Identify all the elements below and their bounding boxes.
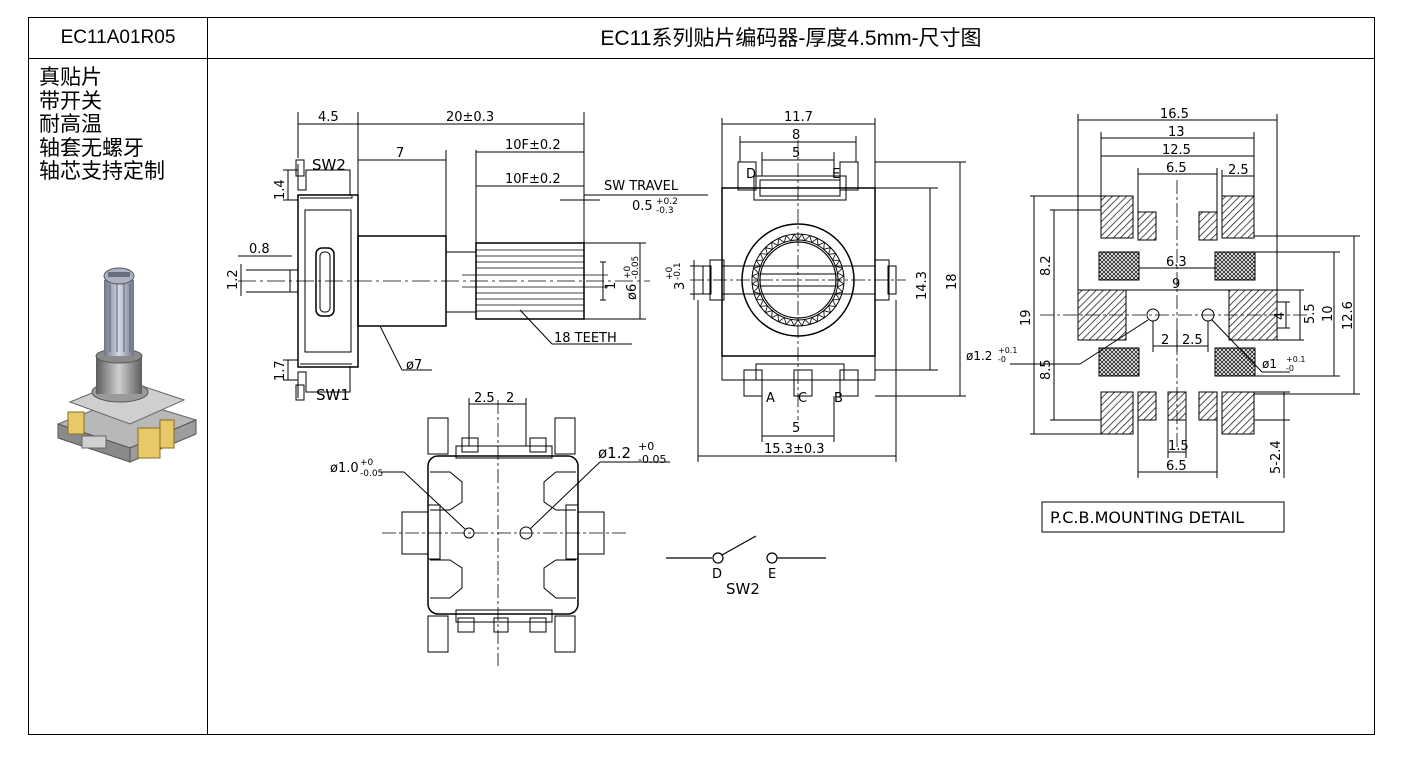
hole-label: ø1.0: [330, 461, 359, 476]
dim-label: 2.5: [1182, 333, 1203, 348]
feature-item: 耐高温: [39, 113, 102, 136]
drawing-title: EC11系列贴片编码器-厚度4.5mm-尺寸图: [600, 27, 982, 50]
dim-label: ø7: [406, 358, 422, 373]
dim-label: -0: [1286, 364, 1294, 373]
dim-label: 1.4: [273, 179, 288, 200]
dim-label: -0.05: [631, 256, 641, 279]
knurl-teeth: [751, 233, 845, 327]
dim-label: +0.1: [1286, 355, 1305, 364]
drawing-frame: EC11A01R05 EC11系列贴片编码器-厚度4.5mm-尺寸图 真贴片 带…: [28, 17, 1375, 735]
front-view: [690, 118, 966, 462]
dim-label: 0.8: [249, 242, 270, 257]
model-number: EC11A01R05: [60, 27, 176, 48]
dim-label: 20±0.3: [446, 110, 494, 125]
dim-label: 8.5: [1039, 359, 1054, 380]
product-photo: [56, 267, 198, 463]
feature-item: 轴芯支持定制: [39, 160, 165, 183]
bottom-view-labels: 2.5 2 ø1.0 +0 -0.05 ø1.2 +0 -0.05: [330, 391, 666, 479]
dim-label: 9: [1172, 277, 1180, 292]
pin-label: A: [766, 391, 775, 406]
pcb-labels: 16.5 13 12.5 6.5 2.5 8.2 19 8.5 6.3 9 4 …: [966, 107, 1356, 474]
dim-label: 10F±0.2: [505, 172, 561, 187]
hole-label: ø1.2: [598, 444, 631, 462]
dim-label: 5-2.4: [1269, 440, 1284, 474]
dim-label: 12.5: [1162, 143, 1191, 158]
feature-item: 真贴片: [39, 66, 102, 89]
dim-label: 1.7: [273, 360, 288, 381]
dim-label: -0: [998, 355, 1006, 364]
dim-label: 6.5: [1166, 459, 1187, 474]
dim-label: -0.1: [673, 262, 683, 280]
dim-label: 5: [792, 146, 800, 161]
dim-label: +0: [665, 266, 675, 280]
dim-label: 15.3±0.3: [764, 442, 825, 457]
dim-label: +0: [623, 265, 633, 279]
dim-label: +0.2: [656, 197, 678, 207]
row-divider: [29, 58, 1374, 59]
pin-label: E: [768, 567, 776, 582]
switch-label: SW2: [312, 156, 346, 174]
pcb-caption-box: P.C.B.MOUNTING DETAIL: [1041, 501, 1285, 533]
dim-label: 4.5: [318, 110, 339, 125]
switch-symbol-labels: D E SW2: [712, 567, 776, 598]
dim-label: 0.5: [632, 199, 653, 214]
dim-label: 2.5: [474, 391, 495, 406]
dim-label: -0.05: [360, 469, 383, 479]
feature-item: 轴套无螺牙: [39, 136, 144, 160]
feature-item: 带开关: [39, 89, 102, 113]
feature-list: 真贴片 带开关 耐高温 轴套无螺牙 轴芯支持定制: [39, 66, 165, 184]
pin-label: D: [712, 567, 722, 582]
dim-label: 19: [1019, 309, 1034, 326]
dim-label: 16.5: [1160, 107, 1189, 122]
dim-label: 2: [506, 391, 514, 406]
dim-label: 7: [396, 146, 404, 161]
hole-label: ø1.2: [966, 349, 992, 363]
pin-label: B: [834, 391, 843, 406]
dim-label: 18 TEETH: [554, 331, 617, 346]
side-view: [238, 112, 708, 401]
dim-label: 4: [1273, 312, 1288, 320]
dim-label: 14.3: [915, 271, 930, 300]
front-view-teeth: [751, 233, 845, 327]
dim-label: 2: [1161, 333, 1169, 348]
dim-label: +0.1: [998, 346, 1017, 355]
dim-label: 5: [792, 421, 800, 436]
pin-label: C: [798, 391, 807, 406]
hole-label: ø1: [1262, 357, 1277, 371]
dim-label: +0: [638, 440, 654, 453]
dim-label: 12.6: [1341, 301, 1356, 330]
dim-label: SW TRAVEL: [604, 179, 679, 194]
dim-label: 10: [1321, 305, 1336, 322]
pin-label: E: [832, 167, 840, 182]
dim-label: 10F±0.2: [505, 138, 561, 153]
dim-label: -0.3: [656, 206, 674, 216]
dim-label: 1.2: [226, 269, 241, 290]
dim-label: +0: [360, 458, 374, 468]
dim-label: -0.05: [638, 453, 666, 466]
dim-label: 11.7: [784, 110, 813, 125]
dim-label: 6.3: [1166, 255, 1187, 270]
switch-label: SW1: [316, 386, 350, 404]
front-view-labels: 11.7 8 5 D E 3 +0 -0.1 14.3 18 A C B 5 1…: [665, 110, 960, 457]
dim-label: 8.2: [1039, 255, 1054, 276]
dim-label: 18: [945, 273, 960, 290]
switch-label: SW2: [726, 580, 760, 598]
bottom-view: [380, 398, 670, 666]
dim-label: ø6: [625, 284, 640, 300]
dim-label: 13: [1168, 125, 1185, 140]
dim-label: 8: [792, 128, 800, 143]
dim-label: 2.5: [1228, 163, 1249, 178]
dim-label: 1: [604, 282, 619, 290]
switch-symbol: [666, 535, 826, 564]
side-view-labels: 4.5 20±0.3 7 10F±0.2 10F±0.2 SW TRAVEL 0…: [226, 110, 679, 404]
dim-label: 5.5: [1303, 303, 1318, 324]
dim-label: 3: [673, 282, 688, 290]
column-divider: [207, 18, 208, 734]
dim-label: 1.5: [1168, 439, 1189, 454]
pcb-caption: P.C.B.MOUNTING DETAIL: [1050, 508, 1244, 527]
dim-label: 6.5: [1166, 161, 1187, 176]
pin-label: D: [746, 167, 756, 182]
pcb-dimensions: [1010, 114, 1360, 478]
